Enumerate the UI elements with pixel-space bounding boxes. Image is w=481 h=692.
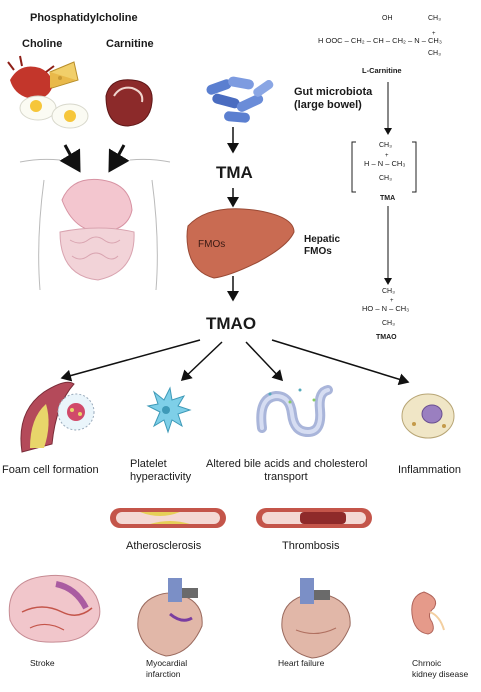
lcarnitine-formula: H OOC – CH₂ – CH – CH₂ – N – CH₃ bbox=[318, 36, 442, 45]
tma-formula: H – N – CH₃ bbox=[364, 159, 406, 168]
tmao-formula: HO – N – CH₃ bbox=[362, 304, 410, 313]
inflammation-cell-icon bbox=[401, 393, 455, 439]
tma-plus: + bbox=[385, 153, 389, 159]
bacteria-icon bbox=[206, 76, 274, 123]
kidney-icon bbox=[411, 591, 445, 635]
heart-failure-label: Heart failure bbox=[278, 658, 325, 668]
fmos-liver-label: FMOs bbox=[198, 239, 226, 250]
tmao-label: TMAO bbox=[206, 314, 257, 333]
inflammation-label: Inflammation bbox=[398, 464, 461, 476]
heart-mi-icon bbox=[137, 578, 203, 657]
platelet-label-1: Platelet bbox=[130, 458, 167, 470]
liver-icon bbox=[186, 208, 295, 279]
lcarnitine-ch3-top: CH₃ bbox=[428, 15, 441, 22]
tmao-chem-name: TMAO bbox=[376, 334, 397, 341]
gut-microbiota-label: Gut microbiota bbox=[294, 86, 373, 98]
large-bowel-label: (large bowel) bbox=[294, 99, 362, 111]
tmao-ch3-top: CH₃ bbox=[382, 288, 395, 295]
lcarnitine-name: L-Carnitine bbox=[362, 66, 402, 75]
tma-label: TMA bbox=[216, 163, 253, 182]
foam-cell-label: Foam cell formation bbox=[2, 464, 99, 476]
tma-ch3-bottom: CH₃ bbox=[379, 175, 392, 182]
brain-icon bbox=[8, 574, 101, 643]
tmao-plus: + bbox=[390, 298, 394, 304]
mi-label-1: Myocardial bbox=[146, 658, 188, 668]
torso-icon bbox=[19, 158, 171, 291]
ckd-label-1: Chrnoic bbox=[412, 658, 442, 668]
choline-label: Choline bbox=[22, 38, 63, 50]
thrombosis-vessel-icon bbox=[256, 508, 372, 528]
platelet-label-2: hyperactivity bbox=[130, 471, 192, 483]
hepatic-fmos-label: FMOs bbox=[304, 246, 332, 257]
heart-failure-icon bbox=[281, 578, 351, 659]
stroke-label: Stroke bbox=[30, 658, 55, 668]
foam-cell-icon bbox=[20, 381, 95, 453]
hepatic-label: Hepatic bbox=[304, 234, 341, 245]
thrombosis-label: Thrombosis bbox=[282, 540, 340, 552]
atherosclerosis-label: Atherosclerosis bbox=[126, 540, 202, 552]
lcarnitine-oh: OH bbox=[382, 15, 393, 22]
steak-icon bbox=[105, 79, 153, 127]
atherosclerosis-vessel-icon bbox=[110, 508, 226, 528]
bile-transport-icon bbox=[256, 385, 333, 438]
bile-label-2: transport bbox=[264, 471, 308, 483]
phosphatidylcholine-label: Phosphatidylcholine bbox=[30, 12, 138, 24]
platelet-icon bbox=[146, 386, 192, 434]
ckd-label-2: kidney disease bbox=[412, 669, 469, 679]
cheese-icon bbox=[49, 61, 79, 89]
carnitine-label: Carnitine bbox=[106, 38, 154, 50]
mi-label-2: infarction bbox=[146, 669, 181, 679]
tmao-ch3-bottom: CH₃ bbox=[382, 320, 395, 327]
egg-icon bbox=[19, 95, 89, 129]
tma-ch3-top: CH₃ bbox=[379, 142, 392, 149]
lobster-icon bbox=[7, 55, 55, 99]
bile-label-1: Altered bile acids and cholesterol bbox=[206, 458, 368, 470]
lcarnitine-plus: + bbox=[432, 31, 436, 37]
tma-chem-name: TMA bbox=[380, 195, 396, 202]
lcarnitine-ch3-bottom: CH₃ bbox=[428, 50, 441, 57]
